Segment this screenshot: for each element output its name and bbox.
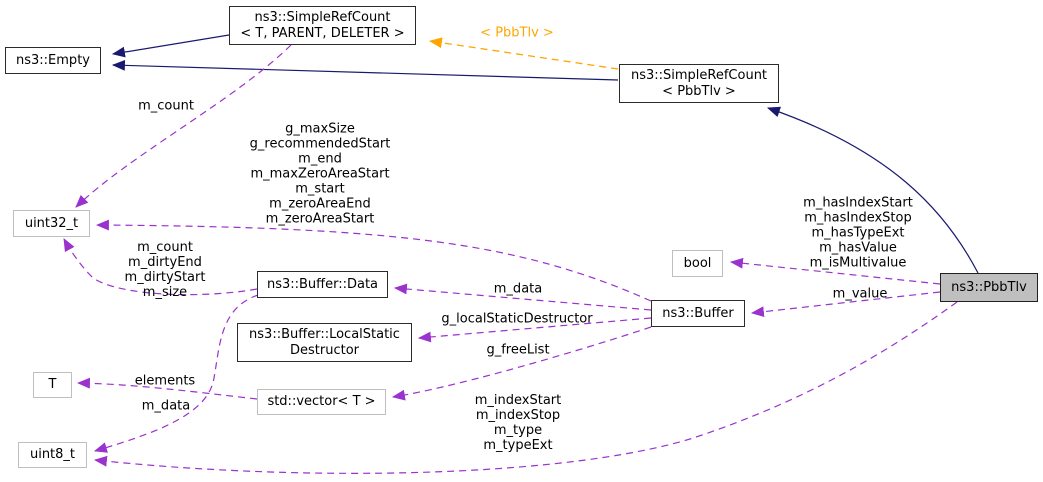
edge-label-m-data-uint8: m_data [141,398,191,414]
class-node-local-static-destructor[interactable]: ns3::Buffer::LocalStatic Destructor [237,323,412,362]
class-node-pbbtlv-focus: ns3::PbbTlv [940,273,1038,302]
edge-inheritance-simplerefcount-template-to-empty [111,34,230,58]
edge-label-elements: elements [134,373,196,389]
edge-label-m-data: m_data [493,281,543,297]
edge-label-buffer-uint32-members: g_maxSize g_recommendedStart m_end m_max… [249,121,391,227]
edge-bufferdata-to-uint8 [93,294,259,453]
edge-label-pbbtlv-uint8-members: m_indexStart m_indexStop m_type m_typeEx… [474,393,562,453]
class-node-simplerefcount-pbbtlv[interactable]: ns3::SimpleRefCount < PbbTlv > [619,64,779,103]
edge-label-g-freelist: g_freeList [486,342,550,358]
edge-buffer-to-vector [391,326,652,401]
edge-label-m-value: m_value [832,286,888,302]
class-node-uint8-t: uint8_t [18,442,87,468]
edge-label-bufferdata-uint32-members: m_count m_dirtyEnd m_dirtyStart m_size [124,240,206,300]
edge-label-m-count: m_count [138,98,194,114]
class-node-std-vector: std::vector< T > [257,389,386,415]
edge-label-g-localstaticdestructor: g_localStaticDestructor [441,311,593,327]
edge-buffer-to-localstatic [417,317,652,343]
edge-buffer-to-uint32 [95,219,652,302]
class-node-simplerefcount-template[interactable]: ns3::SimpleRefCount < T, PARENT, DELETER… [229,6,416,45]
edge-label-pbbtlv-bool-members: m_hasIndexStart m_hasIndexStop m_hasType… [803,195,913,271]
class-node-buffer-data[interactable]: ns3::Buffer::Data [257,271,388,298]
class-node-t: T [33,372,72,398]
edge-pbbtlv-to-buffer [750,291,941,318]
edge-template-instantiation [428,37,619,70]
edge-pbbtlv-to-uint8 [93,301,958,474]
class-node-uint32-t: uint32_t [13,210,90,237]
edge-inheritance-pbbtlv-to-simplerefcount-pbbtlv [766,106,979,274]
edge-simplerefcount-to-uint32 [75,44,292,208]
class-node-buffer[interactable]: ns3::Buffer [651,300,745,327]
edge-inheritance-simplerefcount-pbbtlv-to-empty [111,59,619,81]
class-node-bool: bool [672,250,723,277]
edge-bufferdata-to-uint32 [63,238,258,296]
edge-buffer-to-bufferdata [393,283,652,311]
edge-vector-to-t [76,377,258,400]
edge-label-template-args: < PbbTlv > [480,25,554,41]
class-node-ns3-empty[interactable]: ns3::Empty [5,47,101,74]
